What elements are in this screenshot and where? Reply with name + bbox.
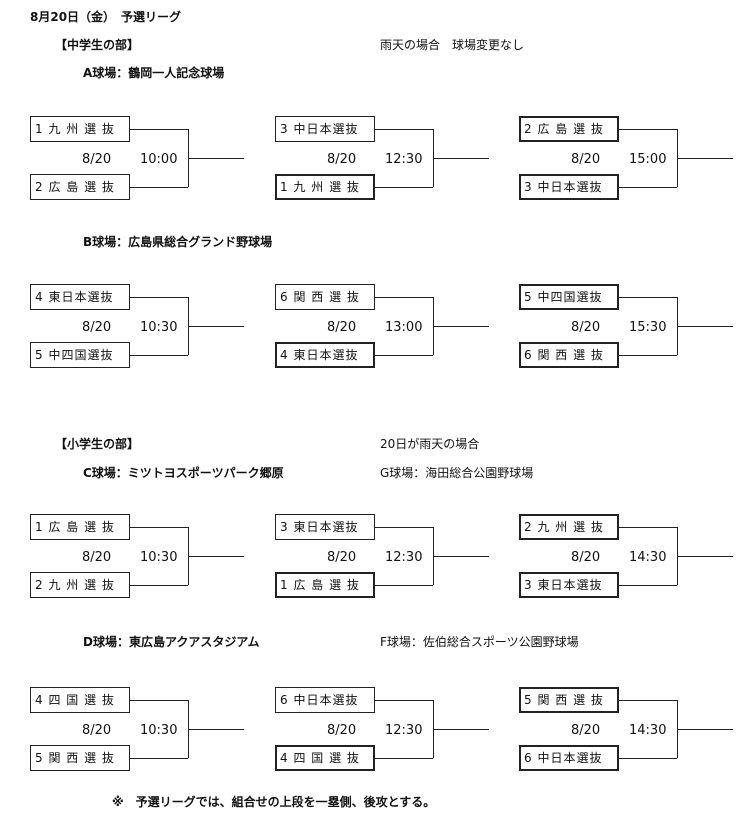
match-time: 12:30 (385, 152, 423, 167)
match-date: 8/20 (571, 320, 601, 335)
bracket-line (619, 585, 677, 586)
match-date: 8/20 (327, 723, 357, 738)
team-box-bottom: 1 九 州 選 抜 (275, 174, 375, 200)
match-time: 14:30 (629, 550, 667, 565)
bracket-line (677, 556, 733, 557)
match-time: 10:30 (140, 550, 178, 565)
bracket-line (375, 187, 433, 188)
venue-a-label: A球場：鶴岡一人記念球場 (83, 66, 225, 80)
team-box-top: 4 四 国 選 抜 (30, 687, 130, 713)
team-box-top: 5 関 西 選 抜 (519, 687, 619, 713)
match-date: 8/20 (571, 152, 601, 167)
match-date: 8/20 (82, 320, 112, 335)
bracket-line (188, 158, 244, 159)
team-box-top: 3 東日本選抜 (275, 514, 375, 540)
team-box-top: 6 中日本選抜 (275, 687, 375, 713)
bracket-line (375, 758, 433, 759)
team-box-bottom: 5 中四国選抜 (30, 342, 130, 368)
team-box-bottom: 4 東日本選抜 (275, 342, 375, 368)
bracket-line (375, 297, 433, 298)
bracket-line (130, 585, 188, 586)
bracket-line (188, 326, 244, 327)
bracket-line (433, 158, 489, 159)
bracket-line (375, 527, 433, 528)
venue-f-alt-label: F球場：佐伯総合スポーツ公園野球場 (380, 635, 579, 649)
elementary-section-label: 【小学生の部】 (55, 437, 140, 451)
team-box-bottom: 1 広 島 選 抜 (275, 572, 375, 598)
team-box-top: 5 中四国選抜 (519, 284, 619, 310)
team-box-bottom: 3 中日本選抜 (519, 174, 619, 200)
venue-b-label: B球場：広島県総合グランド野球場 (83, 235, 273, 249)
bracket-line (375, 129, 433, 130)
bracket-line (619, 355, 677, 356)
bracket-line (375, 700, 433, 701)
bracket-line (677, 729, 733, 730)
bracket-line (433, 556, 489, 557)
team-box-top: 6 関 西 選 抜 (275, 284, 375, 310)
match-date: 8/20 (571, 550, 601, 565)
team-box-bottom: 4 四 国 選 抜 (275, 745, 375, 771)
match-date: 8/20 (82, 550, 112, 565)
bracket-line (130, 187, 188, 188)
team-box-top: 2 広 島 選 抜 (519, 116, 619, 142)
match-time: 12:30 (385, 723, 423, 738)
junior-rain-note: 雨天の場合 球場変更なし (380, 38, 525, 52)
match-time: 10:30 (140, 723, 178, 738)
match-time: 15:00 (629, 152, 667, 167)
team-box-bottom: 6 中日本選抜 (519, 745, 619, 771)
team-box-bottom: 5 関 西 選 抜 (30, 745, 130, 771)
match-time: 10:00 (140, 152, 178, 167)
venue-c-label: C球場：ミツトヨスポーツパーク郷原 (83, 466, 284, 480)
match-time: 14:30 (629, 723, 667, 738)
bracket-line (433, 326, 489, 327)
team-box-bottom: 2 広 島 選 抜 (30, 174, 130, 200)
bracket-line (619, 297, 677, 298)
bracket-line (677, 158, 733, 159)
bracket-line (130, 297, 188, 298)
bracket-line (130, 527, 188, 528)
team-box-top: 4 東日本選抜 (30, 284, 130, 310)
bracket-line (188, 556, 244, 557)
page-title: 8月20日（金） 予選リーグ (30, 10, 182, 24)
team-box-bottom: 3 東日本選抜 (519, 572, 619, 598)
bracket-line (130, 758, 188, 759)
match-date: 8/20 (82, 723, 112, 738)
match-time: 15:30 (629, 320, 667, 335)
bracket-line (677, 326, 733, 327)
bracket-line (375, 355, 433, 356)
venue-g-alt-label: G球場：海田総合公園野球場 (380, 466, 534, 480)
bracket-line (619, 129, 677, 130)
elementary-rain-note: 20日が雨天の場合 (380, 437, 480, 451)
bracket-line (433, 729, 489, 730)
team-box-top: 2 九 州 選 抜 (519, 514, 619, 540)
team-box-bottom: 2 九 州 選 抜 (30, 572, 130, 598)
match-time: 13:00 (385, 320, 423, 335)
footer-note: ※ 予選リーグでは、組合せの上段を一塁側、後攻とする。 (112, 795, 436, 809)
team-box-top: 3 中日本選抜 (275, 116, 375, 142)
bracket-line (619, 758, 677, 759)
match-date: 8/20 (571, 723, 601, 738)
team-box-top: 1 広 島 選 抜 (30, 514, 130, 540)
venue-d-label: D球場：東広島アクアスタジアム (83, 635, 260, 649)
match-time: 12:30 (385, 550, 423, 565)
junior-section-label: 【中学生の部】 (55, 38, 140, 52)
bracket-line (619, 187, 677, 188)
match-date: 8/20 (82, 152, 112, 167)
bracket-line (130, 129, 188, 130)
team-box-top: 1 九 州 選 抜 (30, 116, 130, 142)
bracket-line (188, 729, 244, 730)
bracket-line (619, 700, 677, 701)
bracket-line (375, 585, 433, 586)
match-date: 8/20 (327, 152, 357, 167)
team-box-bottom: 6 関 西 選 抜 (519, 342, 619, 368)
match-time: 10:30 (140, 320, 178, 335)
bracket-line (130, 700, 188, 701)
match-date: 8/20 (327, 320, 357, 335)
bracket-line (130, 355, 188, 356)
match-date: 8/20 (327, 550, 357, 565)
bracket-line (619, 527, 677, 528)
